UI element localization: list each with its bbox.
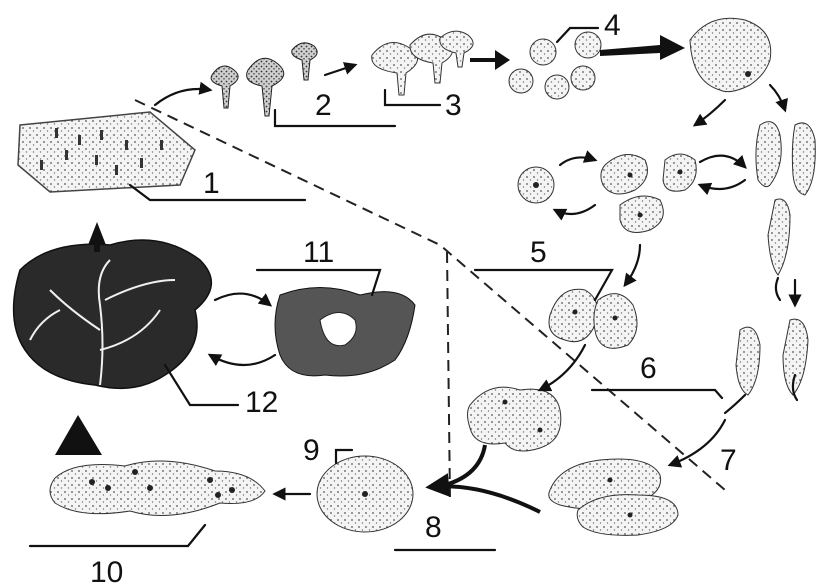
label-10: 10 [90, 556, 123, 586]
substrate-with-fruiting-bodies [18, 112, 195, 192]
label-6: 6 [640, 352, 657, 385]
label-12: 12 [245, 386, 278, 419]
label-11: 11 [303, 236, 334, 269]
young-sporangia [211, 43, 317, 116]
mature-sporangia [372, 31, 473, 95]
amoeboid-cells-pair [549, 289, 637, 348]
fusing-cells [468, 387, 561, 451]
germinating-spore [690, 18, 771, 91]
sclerotium [275, 288, 415, 377]
label-1: 1 [203, 167, 220, 200]
label-8: 8 [425, 511, 442, 544]
boundary-line-vertical [447, 252, 450, 500]
label-9: 9 [303, 434, 320, 467]
mature-plasmodium [14, 240, 212, 388]
young-plasmodium [50, 461, 265, 515]
label-3: 3 [445, 89, 462, 122]
label-7: 7 [720, 444, 737, 477]
swarm-cells-pair-lower [549, 459, 678, 535]
myxamoebae-group [518, 154, 696, 232]
spores [509, 32, 601, 99]
swarm-cells [725, 122, 815, 413]
label-4: 4 [604, 9, 621, 42]
label-2: 2 [315, 89, 332, 122]
zygote [317, 456, 413, 532]
label-5: 5 [530, 236, 547, 269]
